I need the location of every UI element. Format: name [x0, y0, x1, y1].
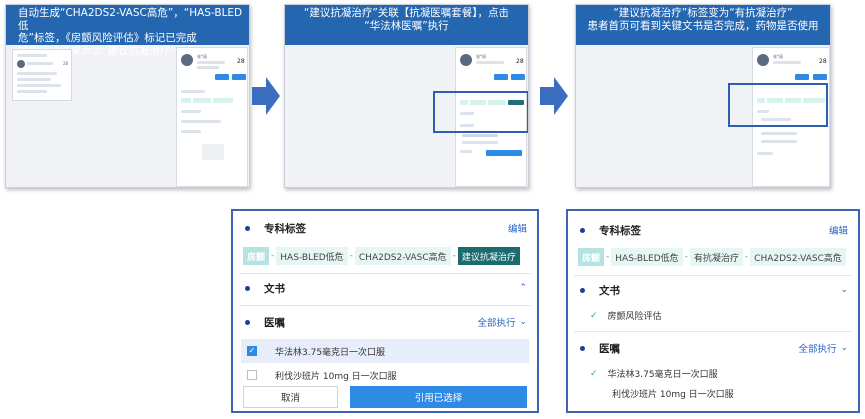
mini-patient-name: 张*丽	[476, 54, 486, 59]
mini-right-column: 张*丽 28	[455, 47, 527, 187]
arrow-right-icon	[540, 77, 568, 115]
avatar	[460, 54, 472, 66]
tag-active[interactable]: 建议抗凝治疗	[457, 247, 520, 265]
patient-summary-panel: 专科标签 编辑 房颤 - HAS-BLED低危 - 有抗凝治疗 - CHA2DS…	[566, 209, 860, 413]
mini-bed-no: 28	[63, 61, 69, 66]
order-name: 华法林3.75毫克日一次口服	[275, 347, 386, 358]
tags-section-header: 专科标签 编辑	[233, 215, 537, 241]
tags-section-header: 专科标签 编辑	[568, 217, 858, 243]
mini-button	[813, 74, 827, 80]
tag[interactable]: HAS-BLED低危	[611, 248, 683, 266]
bullet-icon	[245, 319, 250, 325]
mini-button	[795, 74, 809, 80]
cancel-button[interactable]: 取消	[243, 386, 338, 408]
mini-right-column: 张*丽 28	[176, 47, 248, 187]
chevron-up-icon[interactable]: ⌃	[519, 283, 527, 293]
chevron-down-icon[interactable]: ⌄	[840, 343, 848, 353]
mini-patient-card: 28	[12, 49, 72, 101]
checkbox[interactable]	[247, 370, 257, 380]
mini-bed-no: 28	[516, 58, 524, 65]
tag[interactable]: 有抗凝治疗	[689, 248, 743, 266]
order-name: 华法林3.75毫克日一次口服	[607, 370, 718, 380]
step-1-caption: 自动生成“CHA2DS2-VASC高危”，“HAS-BLED低 危”标签，《房颤…	[6, 5, 249, 57]
mini-button	[215, 74, 229, 80]
mini-button	[232, 74, 246, 80]
mini-bed-no: 28	[237, 58, 245, 65]
highlight-box	[728, 83, 828, 127]
bullet-icon	[580, 345, 585, 351]
tag[interactable]: 房颤	[578, 248, 605, 266]
mini-button	[494, 74, 508, 80]
tags-section-title: 专科标签	[599, 224, 641, 237]
mini-button	[486, 150, 522, 156]
edit-tags-link[interactable]: 编辑	[507, 224, 527, 235]
tag-row: 房颤 - HAS-BLED低危 - CHA2DS2-VASC高危 - 建议抗凝治…	[243, 246, 531, 266]
step-2-caption: “建议抗凝治疗”关联【抗凝医嘱套餐】，点击 “华法林医嘱”执行	[285, 5, 528, 45]
orders-section-title: 医嘱	[599, 342, 620, 355]
execute-all-link[interactable]: 全部执行	[798, 344, 837, 355]
mini-bed-no: 28	[819, 58, 827, 65]
apply-selected-button[interactable]: 引用已选择	[350, 386, 527, 408]
mini-button	[511, 74, 525, 80]
checkbox-checked[interactable]: ✓	[247, 346, 257, 356]
orders-section-title: 医嘱	[264, 316, 285, 329]
bullet-icon	[245, 225, 250, 231]
docs-section-title: 文书	[264, 282, 285, 295]
step-2-panel: “建议抗凝治疗”关联【抗凝医嘱套餐】，点击 “华法林医嘱”执行 张*丽 28	[284, 4, 529, 188]
bullet-icon	[245, 285, 250, 291]
order-item[interactable]: 利伐沙班片 10mg 日一次口服	[612, 387, 734, 400]
tag[interactable]: HAS-BLED低危	[276, 247, 348, 265]
docs-section-header[interactable]: 文书 ⌃	[233, 275, 537, 301]
tag[interactable]: CHA2DS2-VASC高危	[750, 248, 846, 266]
avatar	[17, 60, 25, 68]
execute-all-link[interactable]: 全部执行	[477, 318, 516, 329]
docs-section-title: 文书	[599, 284, 620, 297]
bullet-icon	[580, 287, 585, 293]
tag-row: 房颤 - HAS-BLED低危 - 有抗凝治疗 - CHA2DS2-VASC高危	[578, 247, 852, 267]
mini-patient-name: 张*丽	[197, 54, 207, 59]
order-row[interactable]: ✓ 华法林3.75毫克日一次口服	[241, 339, 529, 363]
orders-section-header: 医嘱 全部执行 ⌄	[568, 335, 858, 361]
avatar	[181, 54, 193, 66]
tag[interactable]: CHA2DS2-VASC高危	[354, 247, 451, 265]
doc-name: 房颤风险评估	[607, 312, 662, 322]
doc-item[interactable]: ✓ 房颤风险评估	[590, 309, 662, 323]
step-1-panel: 自动生成“CHA2DS2-VASC高危”，“HAS-BLED低 危”标签，《房颤…	[5, 4, 250, 188]
order-name: 利伐沙班片 10mg 日一次口服	[612, 390, 734, 400]
check-icon: ✓	[590, 368, 598, 379]
order-row[interactable]: 利伐沙班片 10mg 日一次口服	[241, 363, 529, 387]
chevron-down-icon[interactable]: ⌄	[840, 285, 848, 295]
order-selection-panel: 专科标签 编辑 房颤 - HAS-BLED低危 - CHA2DS2-VASC高危…	[231, 209, 539, 413]
edit-tags-link[interactable]: 编辑	[828, 226, 848, 237]
step-3-panel: “建议抗凝治疗”标签变为“有抗凝治疗” 患者首页可看到关键文书是否完成，药物是否…	[575, 4, 831, 188]
mini-patient-name: 张*丽	[773, 54, 783, 59]
tags-section-title: 专科标签	[264, 222, 306, 235]
avatar	[757, 54, 769, 66]
check-icon: ✓	[590, 310, 598, 321]
mini-right-column: 张*丽 28	[752, 47, 830, 187]
step-3-caption: “建议抗凝治疗”标签变为“有抗凝治疗” 患者首页可看到关键文书是否完成，药物是否…	[576, 5, 830, 45]
orders-section-header: 医嘱 全部执行 ⌄	[233, 309, 537, 335]
order-item[interactable]: ✓ 华法林3.75毫克日一次口服	[590, 367, 718, 381]
chevron-down-icon[interactable]: ⌄	[519, 317, 527, 327]
arrow-right-icon	[252, 77, 280, 115]
docs-section-header[interactable]: 文书 ⌄	[568, 277, 858, 303]
tag[interactable]: 房颤	[243, 247, 270, 265]
bullet-icon	[580, 227, 585, 233]
highlight-box	[433, 91, 528, 133]
order-name: 利伐沙班片 10mg 日一次口服	[275, 371, 397, 382]
